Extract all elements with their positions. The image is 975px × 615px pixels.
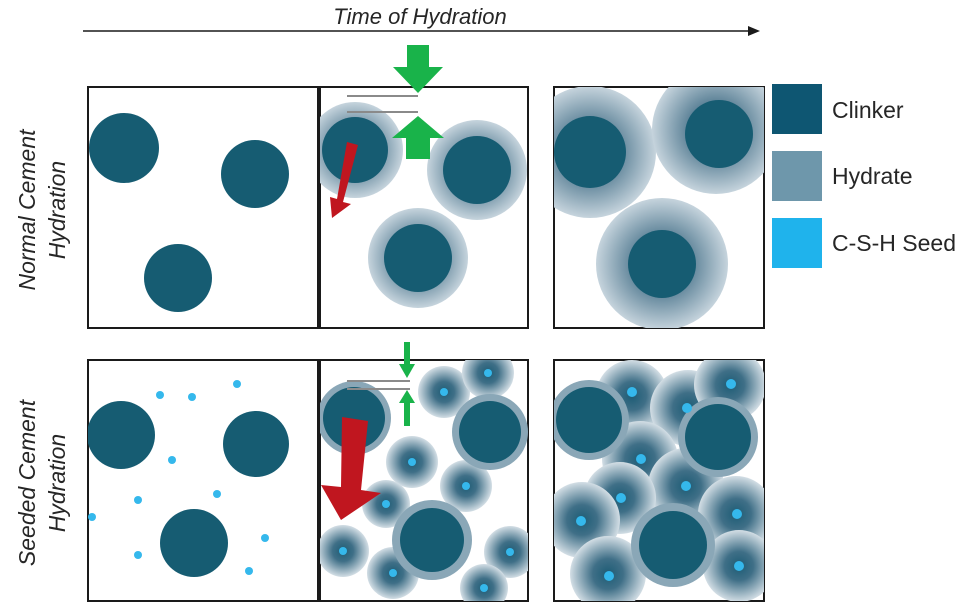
clinker-particle: [89, 113, 159, 183]
green-arrow-down-icon: [399, 342, 415, 378]
clinker-particle: [685, 100, 753, 168]
clinker-particle: [554, 116, 626, 188]
time-axis-arrowhead: [748, 26, 760, 36]
csh-seed: [389, 569, 397, 577]
row-label-normal-line1: Normal Cement: [14, 128, 40, 291]
csh-seed: [188, 393, 196, 401]
panel-normal-final: [553, 86, 765, 329]
time-axis-label: Time of Hydration: [333, 4, 506, 29]
csh-seed: [627, 387, 637, 397]
csh-seed: [261, 534, 269, 542]
clinker-particle: [144, 244, 212, 312]
csh-seed: [88, 513, 96, 521]
csh-seed: [233, 380, 241, 388]
green-arrow-up-icon: [392, 116, 444, 159]
csh-seed: [576, 516, 586, 526]
clinker-particle: [400, 508, 464, 572]
legend-item-csh-seed: C-S-H Seed: [772, 218, 956, 268]
row-label-seeded: Seeded Cement Hydration: [14, 398, 70, 566]
csh-seed: [682, 403, 692, 413]
clinker-particle: [443, 136, 511, 204]
row-label-seeded-line2: Hydration: [44, 434, 70, 532]
clinker-particle: [685, 404, 751, 470]
csh-seed: [213, 490, 221, 498]
green-arrow-up-icon: [399, 390, 415, 426]
clinker-particle: [160, 509, 228, 577]
csh-seed: [134, 496, 142, 504]
green-arrow-down-icon: [393, 45, 443, 93]
csh-seed: [462, 482, 470, 490]
panel-seeded-final: [553, 359, 765, 602]
legend-item-hydrate: Hydrate: [772, 151, 913, 201]
csh-seed: [339, 547, 347, 555]
panel-seeded-initial: [87, 359, 319, 602]
clinker-particle: [88, 401, 155, 469]
csh-seed: [168, 456, 176, 464]
legend-item-clinker: Clinker: [772, 84, 904, 134]
csh-seed: [134, 551, 142, 559]
legend-swatch-clinker: [772, 84, 822, 134]
seed-hydrate-particle: [703, 530, 764, 601]
seed-hydrate-particle: [460, 564, 508, 601]
row-label-seeded-line1: Seeded Cement: [14, 398, 40, 566]
csh-seed: [408, 458, 416, 466]
csh-seed: [245, 567, 253, 575]
panel-normal-mid: [319, 45, 529, 329]
legend-swatch-hydrate: [772, 151, 822, 201]
red-arrow-icon: [321, 417, 381, 520]
csh-seed: [732, 509, 742, 519]
csh-seed: [156, 391, 164, 399]
csh-seed: [636, 454, 646, 464]
panel-seeded-mid: [319, 342, 529, 602]
csh-seed: [726, 379, 736, 389]
clinker-particle: [223, 411, 289, 477]
clinker-particle: [221, 140, 289, 208]
clinker-particle: [323, 387, 385, 449]
clinker-particle: [639, 511, 707, 579]
csh-seed: [506, 548, 514, 556]
seed-hydrate-particle: [570, 536, 646, 601]
csh-seed: [616, 493, 626, 503]
legend-label-clinker: Clinker: [832, 97, 904, 123]
clinker-particle: [459, 401, 521, 463]
csh-seed: [480, 584, 488, 592]
legend-label-hydrate: Hydrate: [832, 163, 913, 189]
time-axis: Time of Hydration: [83, 4, 760, 36]
csh-seed: [484, 369, 492, 377]
row-label-normal: Normal Cement Hydration: [14, 128, 70, 291]
legend-swatch-csh-seed: [772, 218, 822, 268]
csh-seed: [604, 571, 614, 581]
legend-label-csh-seed: C-S-H Seed: [832, 230, 956, 256]
csh-seed: [440, 388, 448, 396]
csh-seed: [681, 481, 691, 491]
row-label-normal-line2: Hydration: [44, 161, 70, 259]
red-arrow-icon: [330, 142, 358, 218]
csh-seed: [382, 500, 390, 508]
csh-seed: [734, 561, 744, 571]
clinker-particle: [628, 230, 696, 298]
clinker-particle: [556, 387, 622, 453]
panel-normal-initial: [87, 86, 319, 329]
seed-hydrate-particle: [462, 360, 514, 399]
legend: Clinker Hydrate C-S-H Seed: [772, 84, 956, 268]
clinker-particle: [384, 224, 452, 292]
